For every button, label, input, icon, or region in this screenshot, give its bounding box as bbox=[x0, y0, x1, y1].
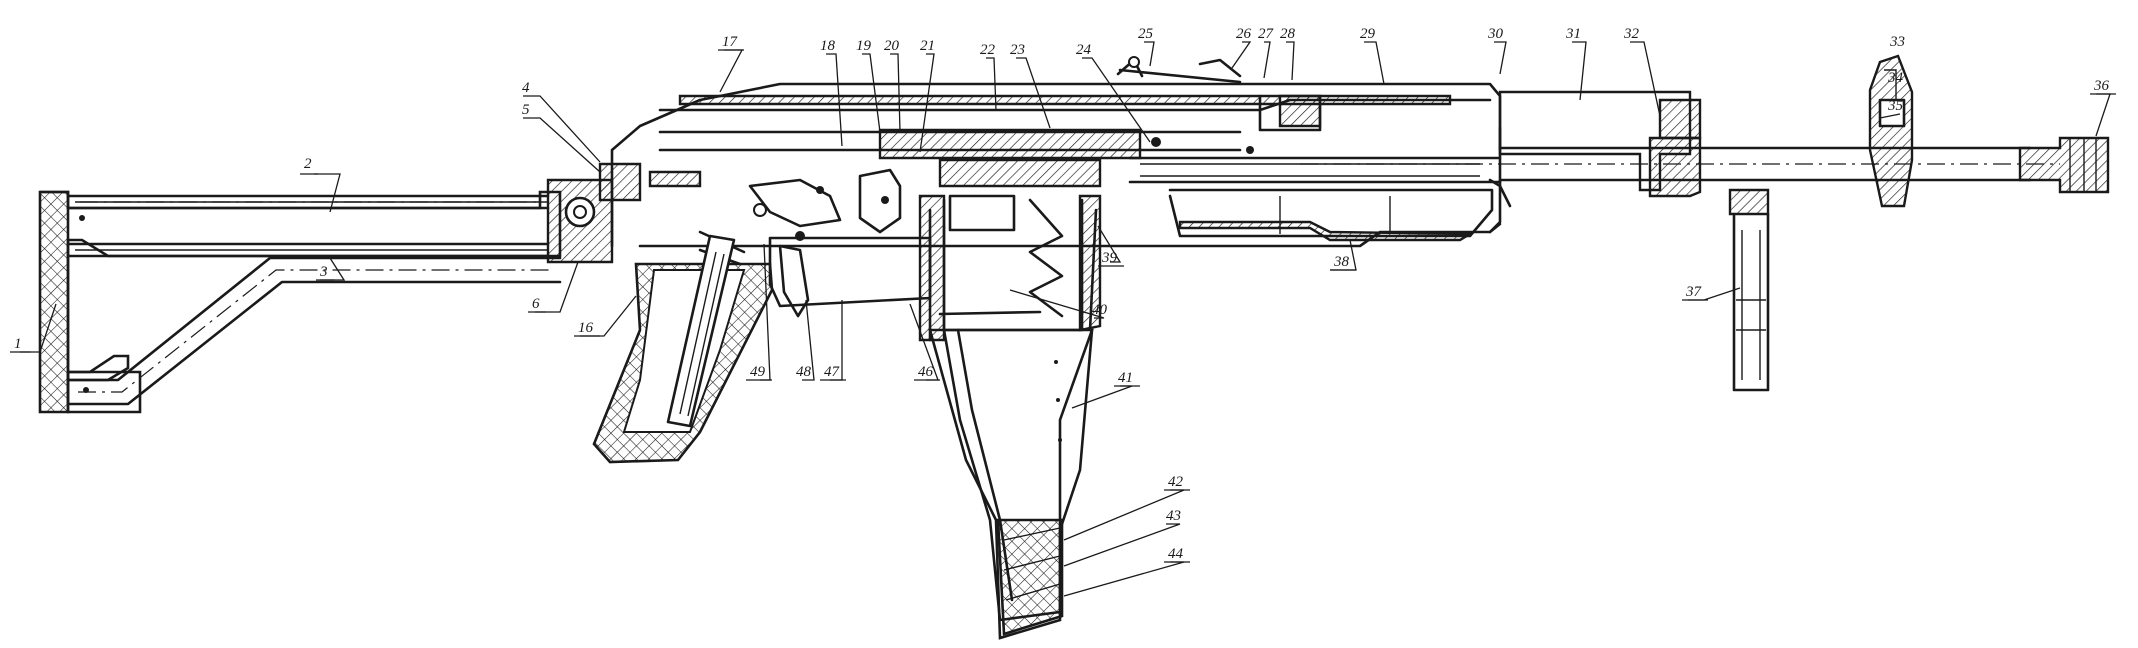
callout-16: 16 bbox=[574, 320, 600, 337]
callout-29-text: 29 bbox=[1360, 26, 1376, 42]
callout-29: 29 bbox=[1360, 26, 1376, 42]
callout-27-text: 27 bbox=[1258, 26, 1275, 42]
callout-47-text: 47 bbox=[824, 364, 841, 380]
callout-18-text: 18 bbox=[820, 38, 836, 54]
callout-38-text: 38 bbox=[1333, 254, 1350, 270]
callout-34-text: 34 bbox=[1887, 70, 1904, 86]
callout-4-text: 4 bbox=[522, 80, 530, 96]
receiver bbox=[610, 56, 1502, 248]
handguard bbox=[1168, 178, 1512, 242]
callout-32: 32 bbox=[1623, 26, 1640, 42]
front-leg bbox=[1728, 188, 1770, 392]
callout-25: 25 bbox=[1138, 26, 1154, 42]
callout-41: 41 bbox=[1114, 370, 1140, 387]
callout-3-text: 3 bbox=[319, 264, 328, 280]
callout-33-text: 33 bbox=[1889, 34, 1905, 50]
callout-35-text: 35 bbox=[1887, 98, 1904, 114]
callout-23-text: 23 bbox=[1010, 42, 1025, 58]
callout-labels: 1 2 3 4 5 6 16 17 18 19 20 21 22 23 24 2… bbox=[10, 26, 2116, 563]
callout-19: 19 bbox=[856, 38, 872, 54]
callout-46: 46 bbox=[914, 364, 940, 381]
callout-24: 24 bbox=[1076, 42, 1092, 58]
callout-20-text: 20 bbox=[884, 38, 900, 54]
callout-31: 31 bbox=[1565, 26, 1581, 42]
callout-36-text: 36 bbox=[2093, 78, 2110, 94]
callout-21: 21 bbox=[920, 38, 935, 54]
callout-37-text: 37 bbox=[1685, 284, 1703, 300]
callout-21-text: 21 bbox=[920, 38, 935, 54]
callout-39-text: 39 bbox=[1101, 250, 1118, 266]
callout-19-text: 19 bbox=[856, 38, 872, 54]
callout-27: 27 bbox=[1258, 26, 1275, 42]
callout-44-text: 44 bbox=[1168, 546, 1184, 562]
callout-3: 3 bbox=[316, 264, 334, 281]
callout-20: 20 bbox=[884, 38, 900, 54]
callout-49-text: 49 bbox=[750, 364, 766, 380]
callout-5: 5 bbox=[522, 102, 530, 118]
callout-26-text: 26 bbox=[1236, 26, 1252, 42]
callout-31-text: 31 bbox=[1565, 26, 1581, 42]
callout-26: 26 bbox=[1236, 26, 1252, 42]
callout-40-text: 40 bbox=[1092, 302, 1108, 318]
callout-32-text: 32 bbox=[1623, 26, 1640, 42]
callout-2: 2 bbox=[300, 156, 318, 175]
callout-1: 1 bbox=[10, 336, 30, 353]
callout-35: 35 bbox=[1887, 98, 1904, 114]
callout-22-text: 22 bbox=[980, 42, 996, 58]
callout-25-text: 25 bbox=[1138, 26, 1154, 42]
callout-24-text: 24 bbox=[1076, 42, 1092, 58]
callout-49: 49 bbox=[746, 364, 772, 381]
callout-43: 43 bbox=[1166, 508, 1181, 524]
callout-6-text: 6 bbox=[532, 296, 540, 312]
callout-17-text: 17 bbox=[722, 34, 739, 50]
callout-43-text: 43 bbox=[1166, 508, 1181, 524]
callout-37: 37 bbox=[1682, 284, 1708, 301]
folding-stock bbox=[38, 190, 562, 414]
barrel bbox=[1300, 54, 2110, 208]
callout-47: 47 bbox=[820, 364, 846, 381]
callout-48-text: 48 bbox=[796, 364, 812, 380]
callout-41-text: 41 bbox=[1118, 370, 1133, 386]
pistol-grip bbox=[592, 234, 774, 464]
stock-hinge bbox=[546, 162, 642, 264]
callout-16-text: 16 bbox=[578, 320, 594, 336]
callout-1-text: 1 bbox=[14, 336, 22, 352]
callout-33: 33 bbox=[1889, 34, 1905, 50]
callout-46-text: 46 bbox=[918, 364, 934, 380]
callout-18: 18 bbox=[820, 38, 836, 54]
callout-38: 38 bbox=[1330, 254, 1356, 271]
callout-40: 40 bbox=[1092, 302, 1108, 318]
callout-36: 36 bbox=[2090, 78, 2116, 95]
callout-6: 6 bbox=[528, 296, 546, 313]
callout-28-text: 28 bbox=[1280, 26, 1296, 42]
callout-22: 22 bbox=[980, 42, 996, 58]
callout-34: 34 bbox=[1887, 70, 1904, 86]
callout-42-text: 42 bbox=[1168, 474, 1184, 490]
callout-4: 4 bbox=[522, 80, 530, 96]
callout-23: 23 bbox=[1010, 42, 1025, 58]
callout-42: 42 bbox=[1164, 474, 1190, 491]
callout-44: 44 bbox=[1164, 546, 1190, 563]
callout-2-text: 2 bbox=[304, 156, 312, 172]
callout-17: 17 bbox=[718, 34, 744, 51]
gas-tube bbox=[1128, 90, 1692, 234]
callout-39: 39 bbox=[1098, 250, 1124, 267]
callout-30-text: 30 bbox=[1487, 26, 1504, 42]
callout-30: 30 bbox=[1487, 26, 1504, 42]
callout-28: 28 bbox=[1280, 26, 1296, 42]
magazine bbox=[918, 194, 1102, 640]
callout-48: 48 bbox=[796, 364, 812, 380]
callout-5-text: 5 bbox=[522, 102, 530, 118]
